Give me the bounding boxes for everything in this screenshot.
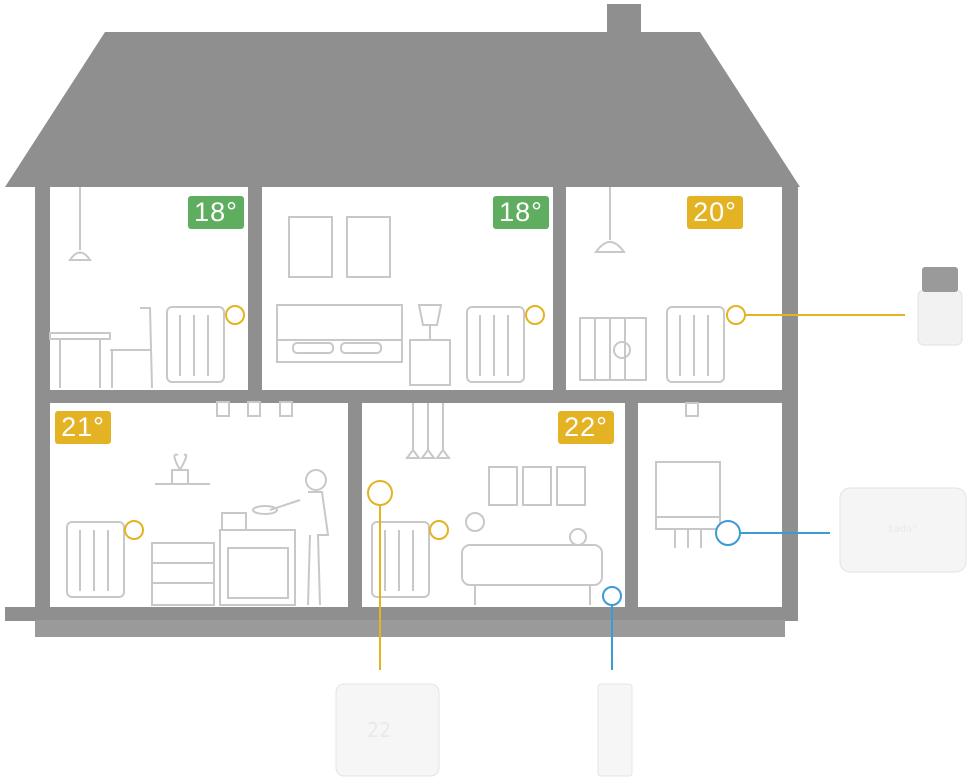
radiator-icon	[371, 521, 430, 598]
radiator-valve-device	[917, 267, 963, 346]
radiator-icon	[666, 306, 725, 383]
temperature-badge: 21°	[55, 411, 111, 444]
valve-marker-icon	[726, 305, 746, 325]
sensor-marker-icon	[602, 586, 622, 606]
room-nursery	[566, 187, 782, 390]
bridge-logo: tado°	[888, 524, 919, 535]
radiator-icon	[66, 521, 125, 598]
temperature-badge: 18°	[493, 196, 549, 229]
line-art	[49, 187, 725, 606]
room-boiler	[638, 403, 782, 607]
valve-marker-icon	[429, 520, 449, 540]
roof	[5, 32, 800, 187]
radiator-icon	[166, 306, 225, 383]
temperature-badge: 18°	[188, 196, 244, 229]
device-markers	[124, 305, 746, 606]
radiator-icon	[466, 306, 525, 383]
foundation	[35, 620, 785, 637]
temperature-badge: 22°	[558, 411, 614, 444]
floor-slab	[5, 607, 798, 621]
internet-bridge-device	[839, 487, 967, 573]
temperature-sensor-device	[597, 683, 633, 777]
valve-marker-icon	[525, 305, 545, 325]
valve-marker-icon	[225, 305, 245, 325]
temperature-badge: 20°	[687, 196, 743, 229]
chimney	[607, 4, 641, 92]
thermostat-marker-icon	[367, 480, 393, 506]
thermostat-display: 22	[367, 718, 392, 742]
smart-thermostat-device	[335, 683, 440, 777]
valve-marker-icon	[124, 520, 144, 540]
bridge-marker-icon	[715, 520, 741, 546]
